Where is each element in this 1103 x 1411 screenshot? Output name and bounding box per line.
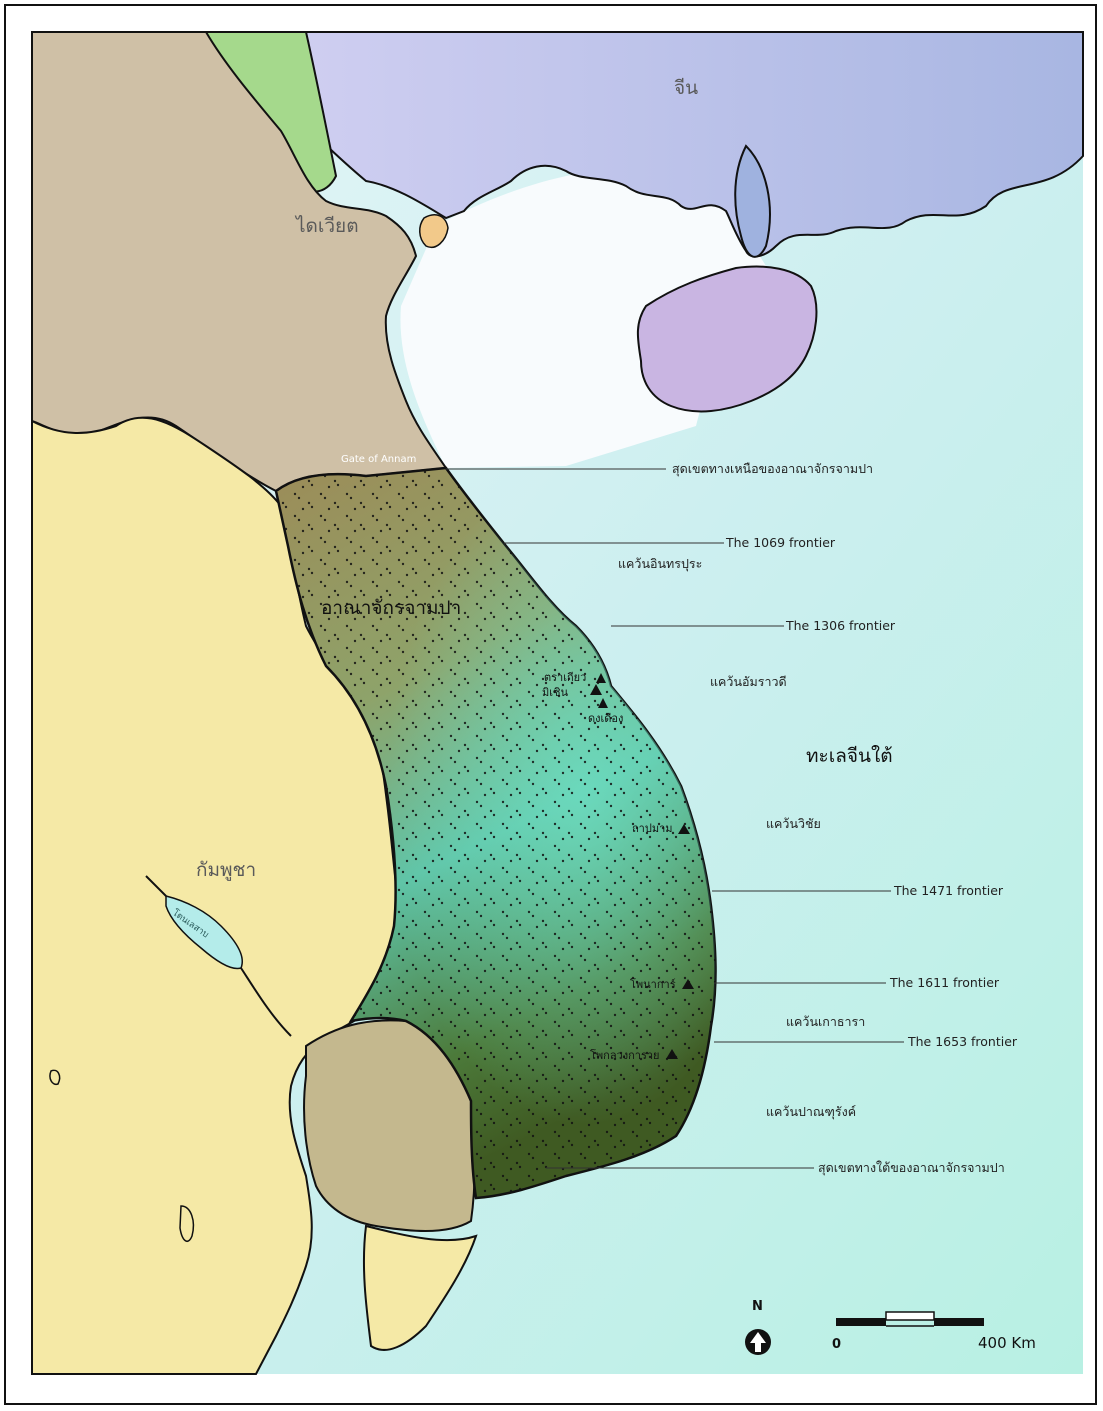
label-gate-of-annam: Gate of Annam [341, 454, 416, 465]
label-po-klong-garai: โพกลวงการาย [590, 1048, 659, 1062]
leizhou-peninsula [734, 144, 771, 258]
compass: N [745, 1299, 771, 1355]
label-china: จีน [674, 77, 698, 99]
label-north-boundary: สุดเขตทางเหนือของอาณาจักรจามปา [672, 461, 873, 477]
west-islet [49, 1069, 61, 1086]
label-vijaya: แคว้นวิชัย [766, 816, 821, 831]
label-1471-frontier: The 1471 frontier [893, 883, 1004, 898]
mekong-river [145, 875, 292, 1037]
label-cambodia: กัมพูชา [196, 859, 256, 881]
label-amaravati: แคว้นอัมราวดี [710, 674, 787, 689]
label-po-nagar: โพนาการ์ [630, 977, 676, 991]
dai-viet-region [31, 31, 448, 493]
coastal-patch [419, 214, 449, 248]
label-1653-frontier: The 1653 frontier [907, 1034, 1018, 1049]
china-region [234, 31, 1084, 258]
map-frame: จีน ไดเวียต กัมพูชา อาณาจักรจามปา ทะเลจี… [4, 4, 1097, 1405]
label-1069-frontier: The 1069 frontier [725, 535, 836, 550]
hainan-island [636, 265, 818, 413]
scale-bar: 0 400 Km [832, 1311, 1036, 1352]
label-south-china-sea: ทะเลจีนใต้ [806, 745, 893, 767]
label-thap-mam: ถาปมาม [632, 822, 673, 835]
label-1306-frontier: The 1306 frontier [785, 618, 896, 633]
callout-lines [446, 468, 904, 1169]
label-dong-duong: ดงเดือง [588, 712, 623, 725]
label-my-son: มิเซิน [542, 686, 568, 699]
label-kauthara: แคว้นเกาธารา [786, 1014, 865, 1029]
label-indrapura: แคว้นอินทรปุระ [618, 556, 702, 572]
phu-quoc-island [179, 1205, 195, 1243]
champa-map: จีน ไดเวียต กัมพูชา อาณาจักรจามปา ทะเลจี… [31, 31, 1084, 1375]
compass-label: N [752, 1299, 763, 1314]
label-champa: อาณาจักรจามปา [321, 597, 461, 619]
label-dai-viet: ไดเวียต [294, 215, 359, 237]
champa-dots [276, 468, 716, 1198]
scale-end: 400 Km [978, 1334, 1036, 1352]
mekong-delta [362, 1224, 478, 1351]
label-tra-kieu: ตราเกียว [544, 671, 586, 684]
label-south-boundary: สุดเขตทางใต้ของอาณาจักรจามปา [818, 1160, 1005, 1176]
site-markers [590, 673, 694, 1059]
cambodia-region [31, 416, 398, 1375]
scale-start: 0 [832, 1337, 841, 1352]
label-1611-frontier: The 1611 frontier [889, 975, 1000, 990]
label-panduranga: แคว้นปาณฑุรังค์ [766, 1104, 856, 1120]
